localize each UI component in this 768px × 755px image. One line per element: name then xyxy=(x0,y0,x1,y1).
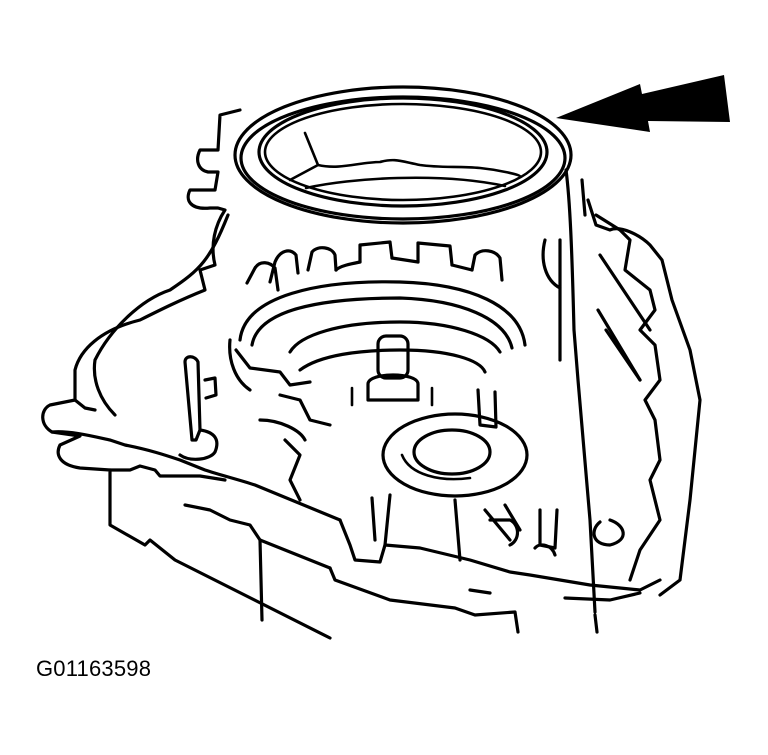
callout-arrow-icon xyxy=(556,75,730,132)
case-right-wall xyxy=(541,168,702,614)
bolt xyxy=(178,355,219,461)
inner-hub xyxy=(228,280,527,392)
output-bore xyxy=(381,388,529,498)
lower-ribs xyxy=(370,493,625,562)
center-shaft xyxy=(350,334,434,407)
figure-id-label: G01163598 xyxy=(36,656,152,681)
hub-teeth xyxy=(245,240,504,292)
ring-seal xyxy=(233,85,573,225)
case-left-details xyxy=(234,348,332,502)
case-outline xyxy=(41,108,662,640)
